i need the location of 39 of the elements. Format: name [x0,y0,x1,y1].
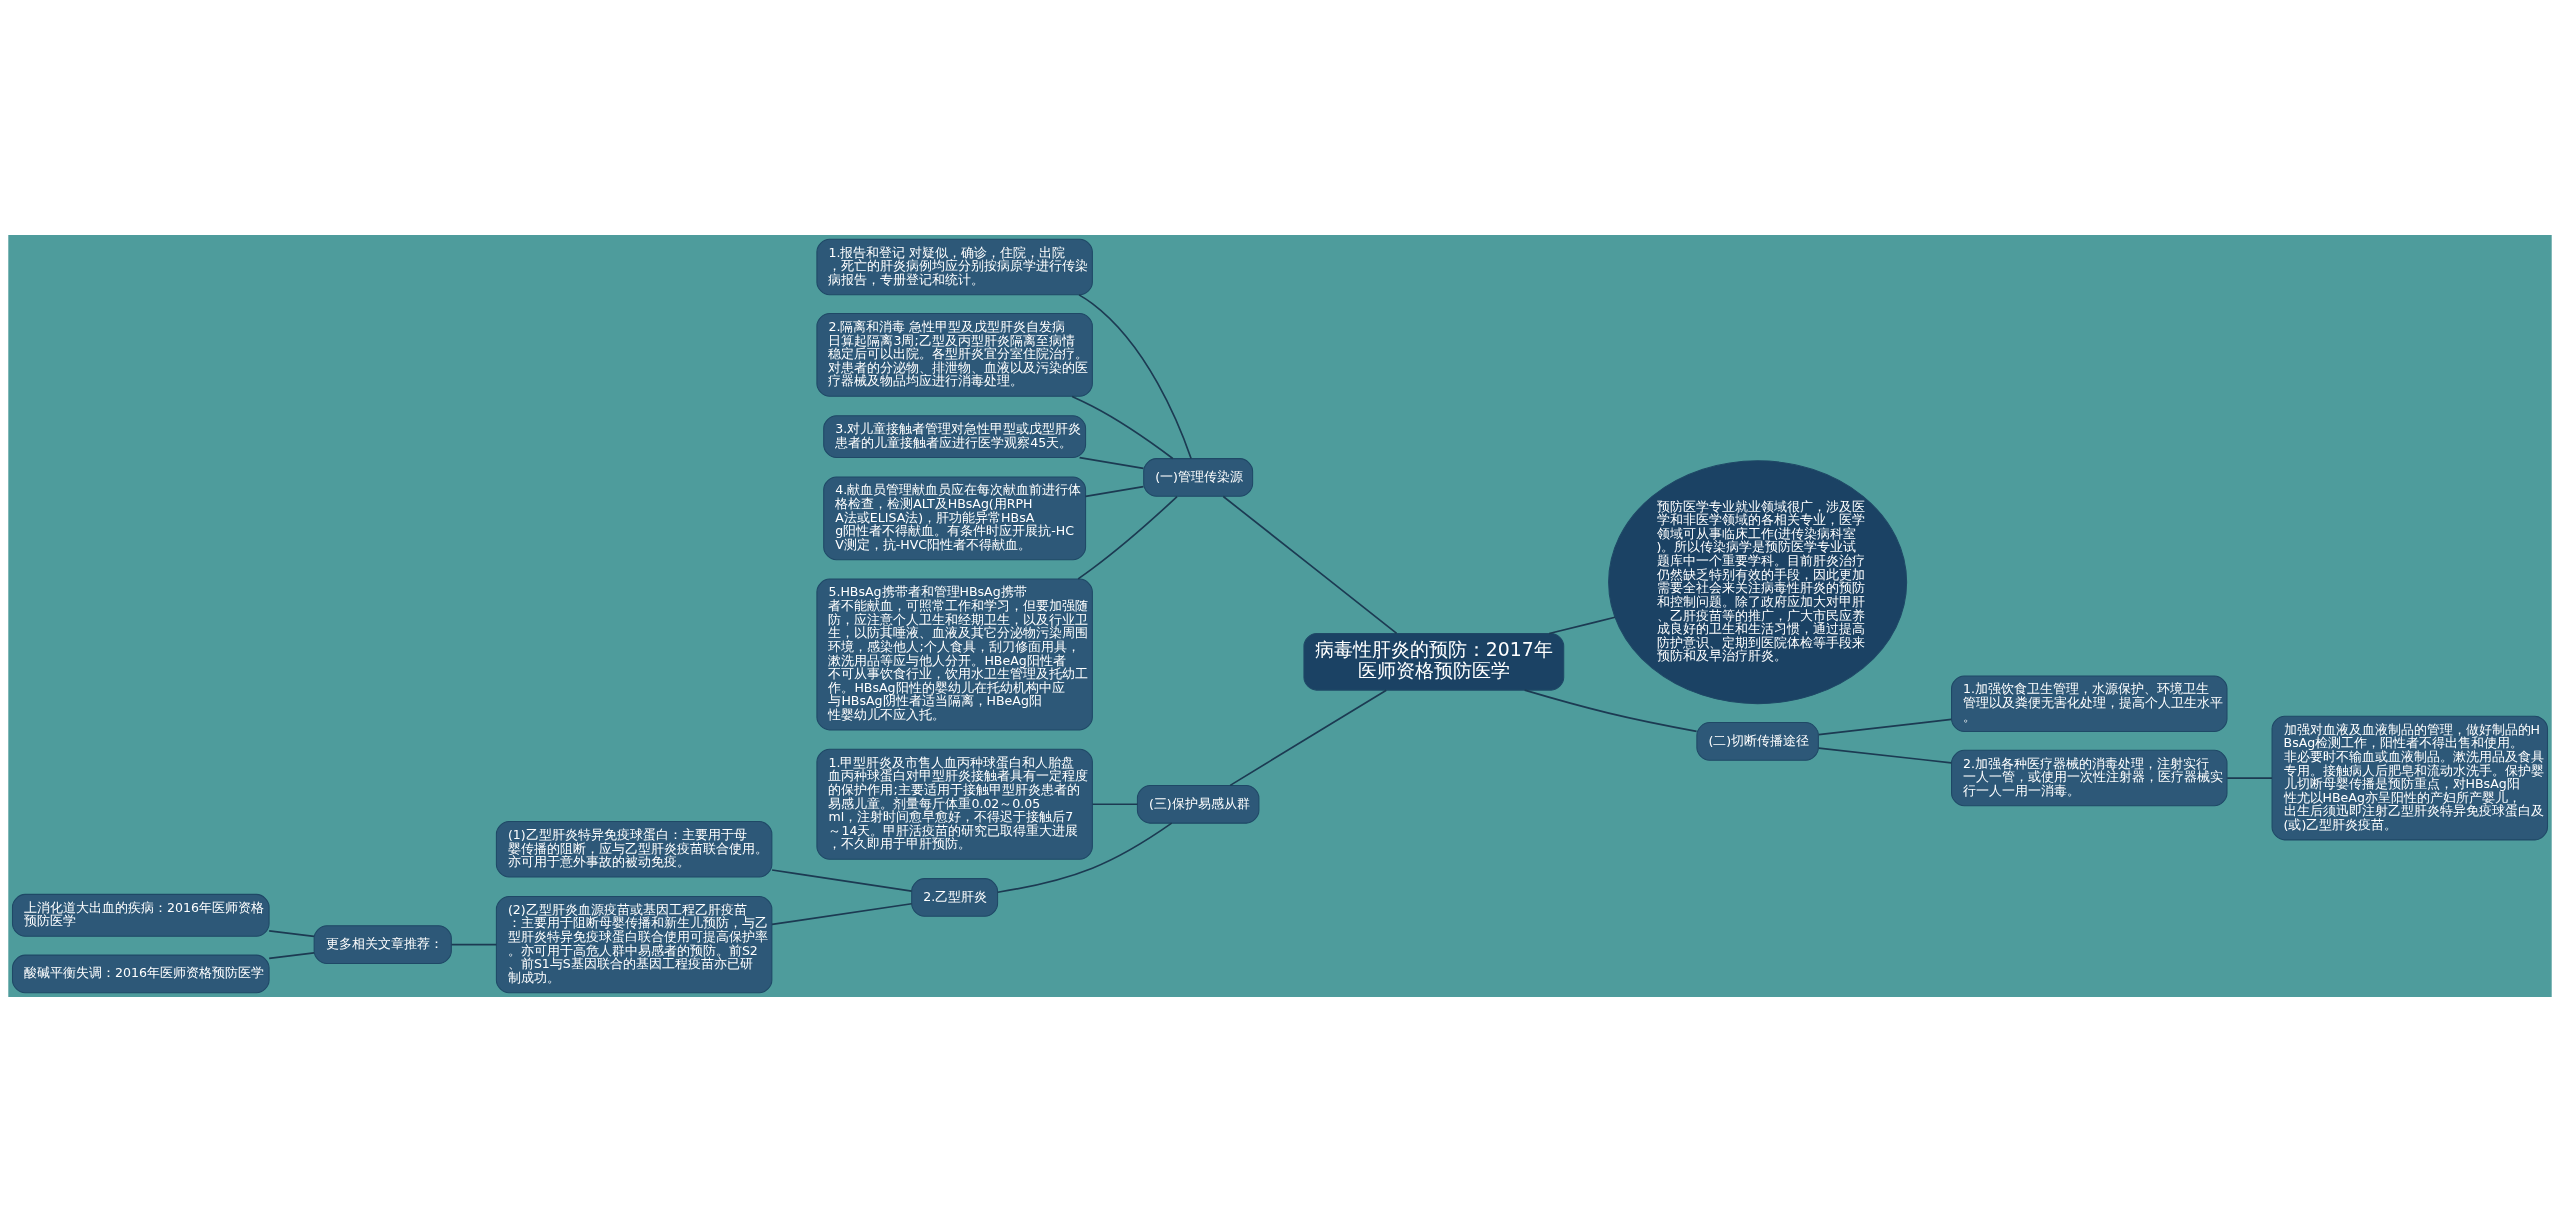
node-box: 病毒性肝炎的预防：2017年医师资格预防医学 [1303,632,1565,691]
node-box: 酸碱平衡失调：2016年医师资格预防医学 [11,954,270,993]
connector [1817,718,1953,735]
node-box: 更多相关文章推荐： [313,924,452,964]
node-box: 加强对血液及血液制品的管理，做好制品的HBsAg检测工作，阳性者不得出售和使用。非必要时不输血或血液制品。漱洗用品及食具专用。接触病人后肥皂和流动水洗手。保护婴儿切断母婴传播是预防重点，对HBsAg阳性尤以HBeAg亦呈阳性的产妇所产婴儿，出生后须迅即注射乙型肝炎特异免疫球蛋白及(或)乙型肝炎疫苗。 [2271,715,2549,840]
connector [1548,615,1616,634]
connector [1084,485,1145,497]
connector [1523,688,1698,732]
connector [268,929,315,937]
connector [1817,746,1953,764]
connector [2226,776,2273,779]
node-box: 2.加强各种医疗器械的消毒处理，注射实行一人一管，或使用一次性注射器，医疗器械实行一人一用一消毒。 [1951,749,2228,806]
connector [1222,495,1398,634]
node-box: (2)乙型肝炎血源疫苗或基因工程乙肝疫苗：主要用于阻断母婴传播和新生儿预防，与乙型肝炎特异免疫球蛋白联合使用可提高保护率。亦可用于高危人群中易感者的预防。前S2、前S1与S基因联合的基因工程疫苗亦已研制成功。 [495,895,773,993]
node-box: 2.隔离和消毒 急性甲型及戊型肝炎自发病日算起隔离3周;乙型及丙型肝炎隔离至病情稳定后可以出院。各型肝炎宜分室住院治疗。对患者的分泌物、排泄物、血液以及污染的医疗器械及物品均应进行消毒处理。 [816,312,1093,397]
connector [1078,293,1192,459]
node-box: (1)乙型肝炎特异免疫球蛋白：主要用于母婴传播的阻断，应与乙型肝炎疫苗联合使用。亦可用于意外事故的被动免疫。 [495,820,773,878]
node-box: (三)保护易感从群 [1136,784,1260,824]
node-box: 1.甲型肝炎及市售人血丙种球蛋白和人胎盘血丙种球蛋白对甲型肝炎接触者具有一定程度的保护作用;主要适用于接触甲型肝炎患者的易感儿童。剂量每斤体重0.02～0.05ml，注射时间愈早愈好，不得迟于接触后7～14天。甲肝活疫苗的研究已取得重大进展，不久即用于甲肝预防。 [816,748,1093,860]
connector [996,821,1173,893]
connector [450,943,498,945]
connector [1078,456,1145,469]
node-box: (二)切断传播途径 [1696,721,1819,761]
node-ellipse: 预防医学专业就业领域很广，涉及医学和非医学领域的各相关专业，医学领域可从事临床工作(进传染病科室)。所以传染病学是预防医学专业试题库中一个重要学科。目前肝炎治疗仍然缺乏特别有效的手段，因此更加需要全社会来关注病毒性肝炎的预防和控制问题。除了政府应加大对甲肝、乙肝疫苗等的推广，广大市民应养成良好的卫生和生活习惯，通过提高防护意识、定期到医院体检等手段来预防和及早治疗肝炎。 [1608,459,1908,704]
node-box: 3.对儿童接触者管理对急性甲型或戊型肝炎患者的儿童接触者应进行医学观察45天。 [823,414,1087,458]
node-box: 4.献血员管理献血员应在每次献血前进行体格检查，检测ALT及HBsAg(用RPHA法或ELISA法)，肝功能异常HBsAg阳性者不得献血。有条件时应开展抗-HCV测定，抗-HVC阳性者不得献血。 [823,475,1087,560]
connector [1071,395,1174,459]
connector [771,868,913,892]
node-box: 上消化道大出血的疾病：2016年医师资格预防医学 [11,893,270,937]
connector [1229,688,1388,786]
node-box: 1.报告和登记 对疑似，确诊，住院，出院，死亡的肝炎病例均应分别按病原学进行传染病报告，专册登记和统计。 [816,238,1093,295]
node-box: 5.HBsAg携带者和管理HBsAg携带者不能献血，可照常工作和学习，但要加强随防，应注意个人卫生和经期卫生，以及行业卫生，以防其唾液、血液及其它分泌物污染周围环境，感染他人;个人食具，刮刀修面用具，漱洗用品等应与他人分开。HBeAg阳性者不可从事饮食行业，饮用水卫生管理及托幼工作。HBsAg阳性的婴幼儿在托幼机构中应与HBsAg阴性者适当隔离，HBeAg阳性婴幼儿不应入托。 [816,578,1093,730]
connector [1077,495,1178,580]
node-box: 1.加强饮食卫生管理，水源保护、环境卫生管理以及粪便无害化处理，提高个人卫生水平。 [1951,674,2228,732]
node-box: (一)管理传染源 [1143,457,1254,497]
connector [771,902,913,925]
connector [268,951,315,959]
connector [1091,802,1139,805]
node-box: 2.乙型肝炎 [911,877,999,917]
